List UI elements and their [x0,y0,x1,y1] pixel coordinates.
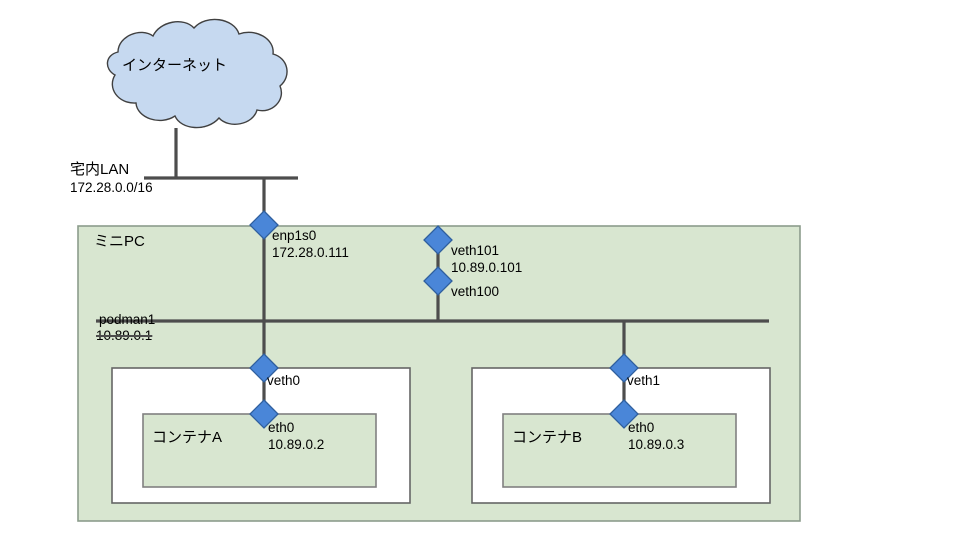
enp1s0-node-diamond-icon[interactable] [249,210,279,240]
veth1-node-diamond-icon[interactable] [609,353,639,383]
container-b-eth0-address-label: 10.89.0.3 [628,437,685,452]
host-label: ミニPC [94,233,145,250]
container-a-veth0-label: veth0 [267,373,301,388]
veth100-node-diamond-icon[interactable] [423,266,453,296]
veth101-name-label: veth101 [451,243,500,258]
lan-name-label: 宅内LAN [70,161,130,178]
container-a-inner-box [142,413,377,488]
veth0-node-diamond-icon[interactable] [249,353,279,383]
container-a-eth0-address-label: 10.89.0.2 [268,437,325,452]
podman1-name-label: podman1 [99,312,156,327]
container-a-eth0-name-label: eth0 [268,420,295,435]
internet-cloud-label: インターネット [122,57,228,74]
container-b-eth0-name-label: eth0 [628,420,655,435]
veth101-address-label: 10.89.0.101 [451,260,523,275]
container-a-label: コンテナA [152,429,223,446]
container-b-eth0-node-diamond-icon[interactable] [609,399,639,429]
enp1s0-address-label: 172.28.0.111 [272,245,349,260]
veth101-node-diamond-icon[interactable] [423,225,453,255]
lan-cidr-label: 172.28.0.0/16 [70,180,153,195]
internet-cloud-icon [106,18,288,129]
veth100-name-label: veth100 [451,284,500,299]
container-b-label: コンテナB [512,429,583,446]
container-b-veth1-label: veth1 [627,373,661,388]
enp1s0-name-label: enp1s0 [272,228,317,243]
container-b-inner-box [502,413,737,488]
container-a-eth0-node-diamond-icon[interactable] [249,399,279,429]
podman1-address-label: 10.89.0.1 [96,328,153,343]
